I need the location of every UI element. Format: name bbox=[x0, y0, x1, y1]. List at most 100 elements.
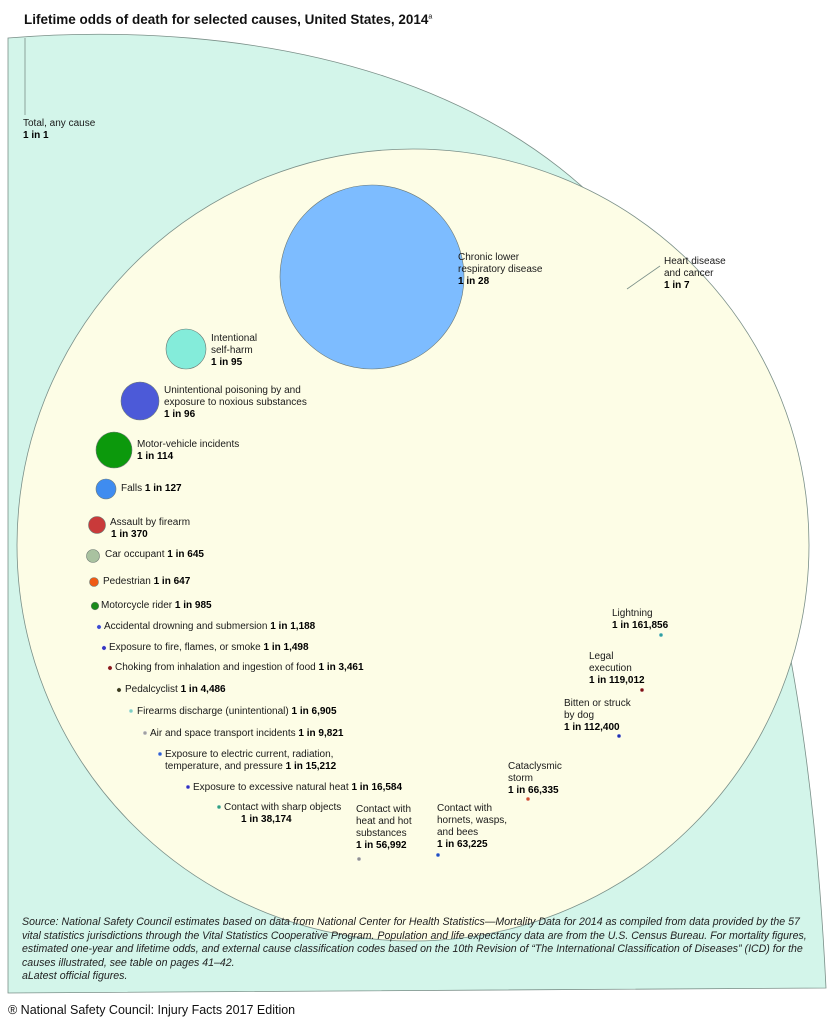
cause-odds: 1 in 127 bbox=[144, 483, 182, 494]
cause-name: Bitten or struck bbox=[564, 698, 631, 709]
source-text: Source: National Safety Council estimate… bbox=[22, 916, 807, 969]
cause-odds: 1 in 112,400 bbox=[564, 722, 620, 733]
cause-odds: 1 in 119,012 bbox=[589, 675, 645, 686]
cause-name: Legal bbox=[589, 651, 614, 662]
cause-odds: 1 in 15,212 bbox=[285, 761, 337, 772]
cause-name: Pedestrian bbox=[103, 576, 151, 587]
cause-odds: 1 in 63,225 bbox=[437, 839, 488, 850]
bubble-storm bbox=[525, 796, 531, 802]
cause-name: Exposure to fire, flames, or smoke bbox=[109, 642, 261, 653]
label-motorcycle: Motorcycle rider 1 in 985 bbox=[101, 600, 212, 612]
cause-name: and bees bbox=[437, 827, 479, 838]
cause-name: Falls bbox=[121, 483, 143, 494]
cause-name: Intentional bbox=[211, 333, 258, 344]
cause-odds: 1 in 3,461 bbox=[318, 662, 364, 673]
cause-name: Lightning bbox=[612, 608, 653, 619]
cause-odds: 1 in 114 bbox=[137, 451, 174, 462]
cause-odds: 1 in 647 bbox=[153, 576, 191, 587]
label-pedal: Pedalcyclist 1 in 4,486 bbox=[125, 684, 226, 696]
bubble-electric bbox=[157, 751, 163, 757]
cause-name: temperature, and pressure bbox=[165, 761, 286, 772]
cause-name: substances bbox=[356, 828, 407, 839]
bubble-assault bbox=[88, 516, 106, 534]
cause-name: Accidental drowning and submersion bbox=[104, 621, 268, 632]
bubble-dog bbox=[616, 733, 622, 739]
cause-name: Cataclysmic bbox=[508, 761, 562, 772]
bubble-firearms bbox=[128, 708, 134, 714]
title-footnote-mark: a bbox=[428, 13, 433, 21]
cause-odds: 1 in 16,584 bbox=[351, 782, 403, 793]
cause-name: Motor-vehicle incidents bbox=[137, 439, 240, 450]
cause-name: Assault by firearm bbox=[110, 517, 191, 528]
cause-name: Car occupant bbox=[105, 549, 165, 560]
label-choking: Choking from inhalation and ingestion of… bbox=[115, 662, 364, 674]
cause-odds: 1 in 161,856 bbox=[612, 620, 669, 631]
bubble-hornets bbox=[435, 852, 441, 858]
label-fire: Exposure to fire, flames, or smoke 1 in … bbox=[109, 642, 309, 654]
cause-odds: 1 in 56,992 bbox=[356, 840, 407, 851]
cause-odds: 1 in 95 bbox=[211, 357, 243, 368]
cause-name: respiratory disease bbox=[458, 264, 543, 275]
bubble-car bbox=[86, 549, 100, 563]
footnote-text: aLatest official figures. bbox=[22, 970, 128, 982]
bubble-fire bbox=[101, 645, 107, 651]
label-pedestrian: Pedestrian 1 in 647 bbox=[103, 576, 190, 588]
cause-name: Exposure to excessive natural heat bbox=[193, 782, 349, 793]
cause-name: exposure to noxious substances bbox=[164, 397, 307, 408]
label-electric: Exposure to electric current, radiation,… bbox=[165, 749, 336, 773]
cause-odds: 1 in 96 bbox=[164, 409, 196, 420]
bubble-choking bbox=[107, 665, 113, 671]
cause-name: Total, any cause bbox=[23, 118, 96, 129]
label-firearms: Firearms discharge (unintentional) 1 in … bbox=[137, 706, 337, 718]
cause-odds: 1 in 985 bbox=[174, 600, 212, 611]
title-text: Lifetime odds of death for selected caus… bbox=[24, 12, 429, 27]
cause-odds: 1 in 4,486 bbox=[180, 684, 226, 695]
cause-name: Unintentional poisoning by and bbox=[164, 385, 301, 396]
cause-name: Contact with sharp objects bbox=[224, 802, 342, 813]
cause-odds: 1 in 1,188 bbox=[270, 621, 316, 632]
bubble-pedestrian bbox=[89, 577, 99, 587]
label-heat: Exposure to excessive natural heat 1 in … bbox=[193, 782, 402, 794]
bubble-pedal bbox=[116, 687, 122, 693]
cause-name: Exposure to electric current, radiation, bbox=[165, 749, 334, 760]
cause-odds: 1 in 38,174 bbox=[241, 814, 292, 825]
bubble-drowning bbox=[96, 624, 102, 630]
cause-name: by dog bbox=[564, 710, 595, 721]
cause-name: self-harm bbox=[211, 345, 253, 356]
label-drowning: Accidental drowning and submersion 1 in … bbox=[104, 621, 315, 633]
bubble-falls bbox=[95, 478, 117, 500]
cause-name: Motorcycle rider bbox=[101, 600, 173, 611]
cause-name: heat and hot bbox=[356, 816, 412, 827]
cause-name: storm bbox=[508, 773, 533, 784]
cause-name: Air and space transport incidents bbox=[150, 728, 296, 739]
heart-leader-line bbox=[626, 265, 661, 290]
bubble-clrd bbox=[279, 184, 465, 370]
bubble-air bbox=[142, 730, 148, 736]
cause-name: Pedalcyclist bbox=[125, 684, 178, 695]
cause-odds: 1 in 66,335 bbox=[508, 785, 559, 796]
source-note: Source: National Safety Council estimate… bbox=[22, 916, 812, 984]
cause-name: execution bbox=[589, 663, 632, 674]
cause-name: Firearms discharge (unintentional) bbox=[137, 706, 289, 717]
bubble-poison bbox=[120, 381, 160, 421]
bubble-motorcycle bbox=[90, 601, 100, 611]
bubble-lightning bbox=[658, 632, 664, 638]
bubble-execution bbox=[639, 687, 645, 693]
cause-odds: 1 in 9,821 bbox=[298, 728, 344, 739]
bubble-sharp bbox=[216, 804, 222, 810]
chart-title: Lifetime odds of death for selected caus… bbox=[24, 12, 432, 27]
bubble-hot bbox=[356, 856, 362, 862]
cause-odds: 1 in 28 bbox=[458, 276, 490, 287]
cause-name: Heart disease bbox=[664, 256, 726, 267]
